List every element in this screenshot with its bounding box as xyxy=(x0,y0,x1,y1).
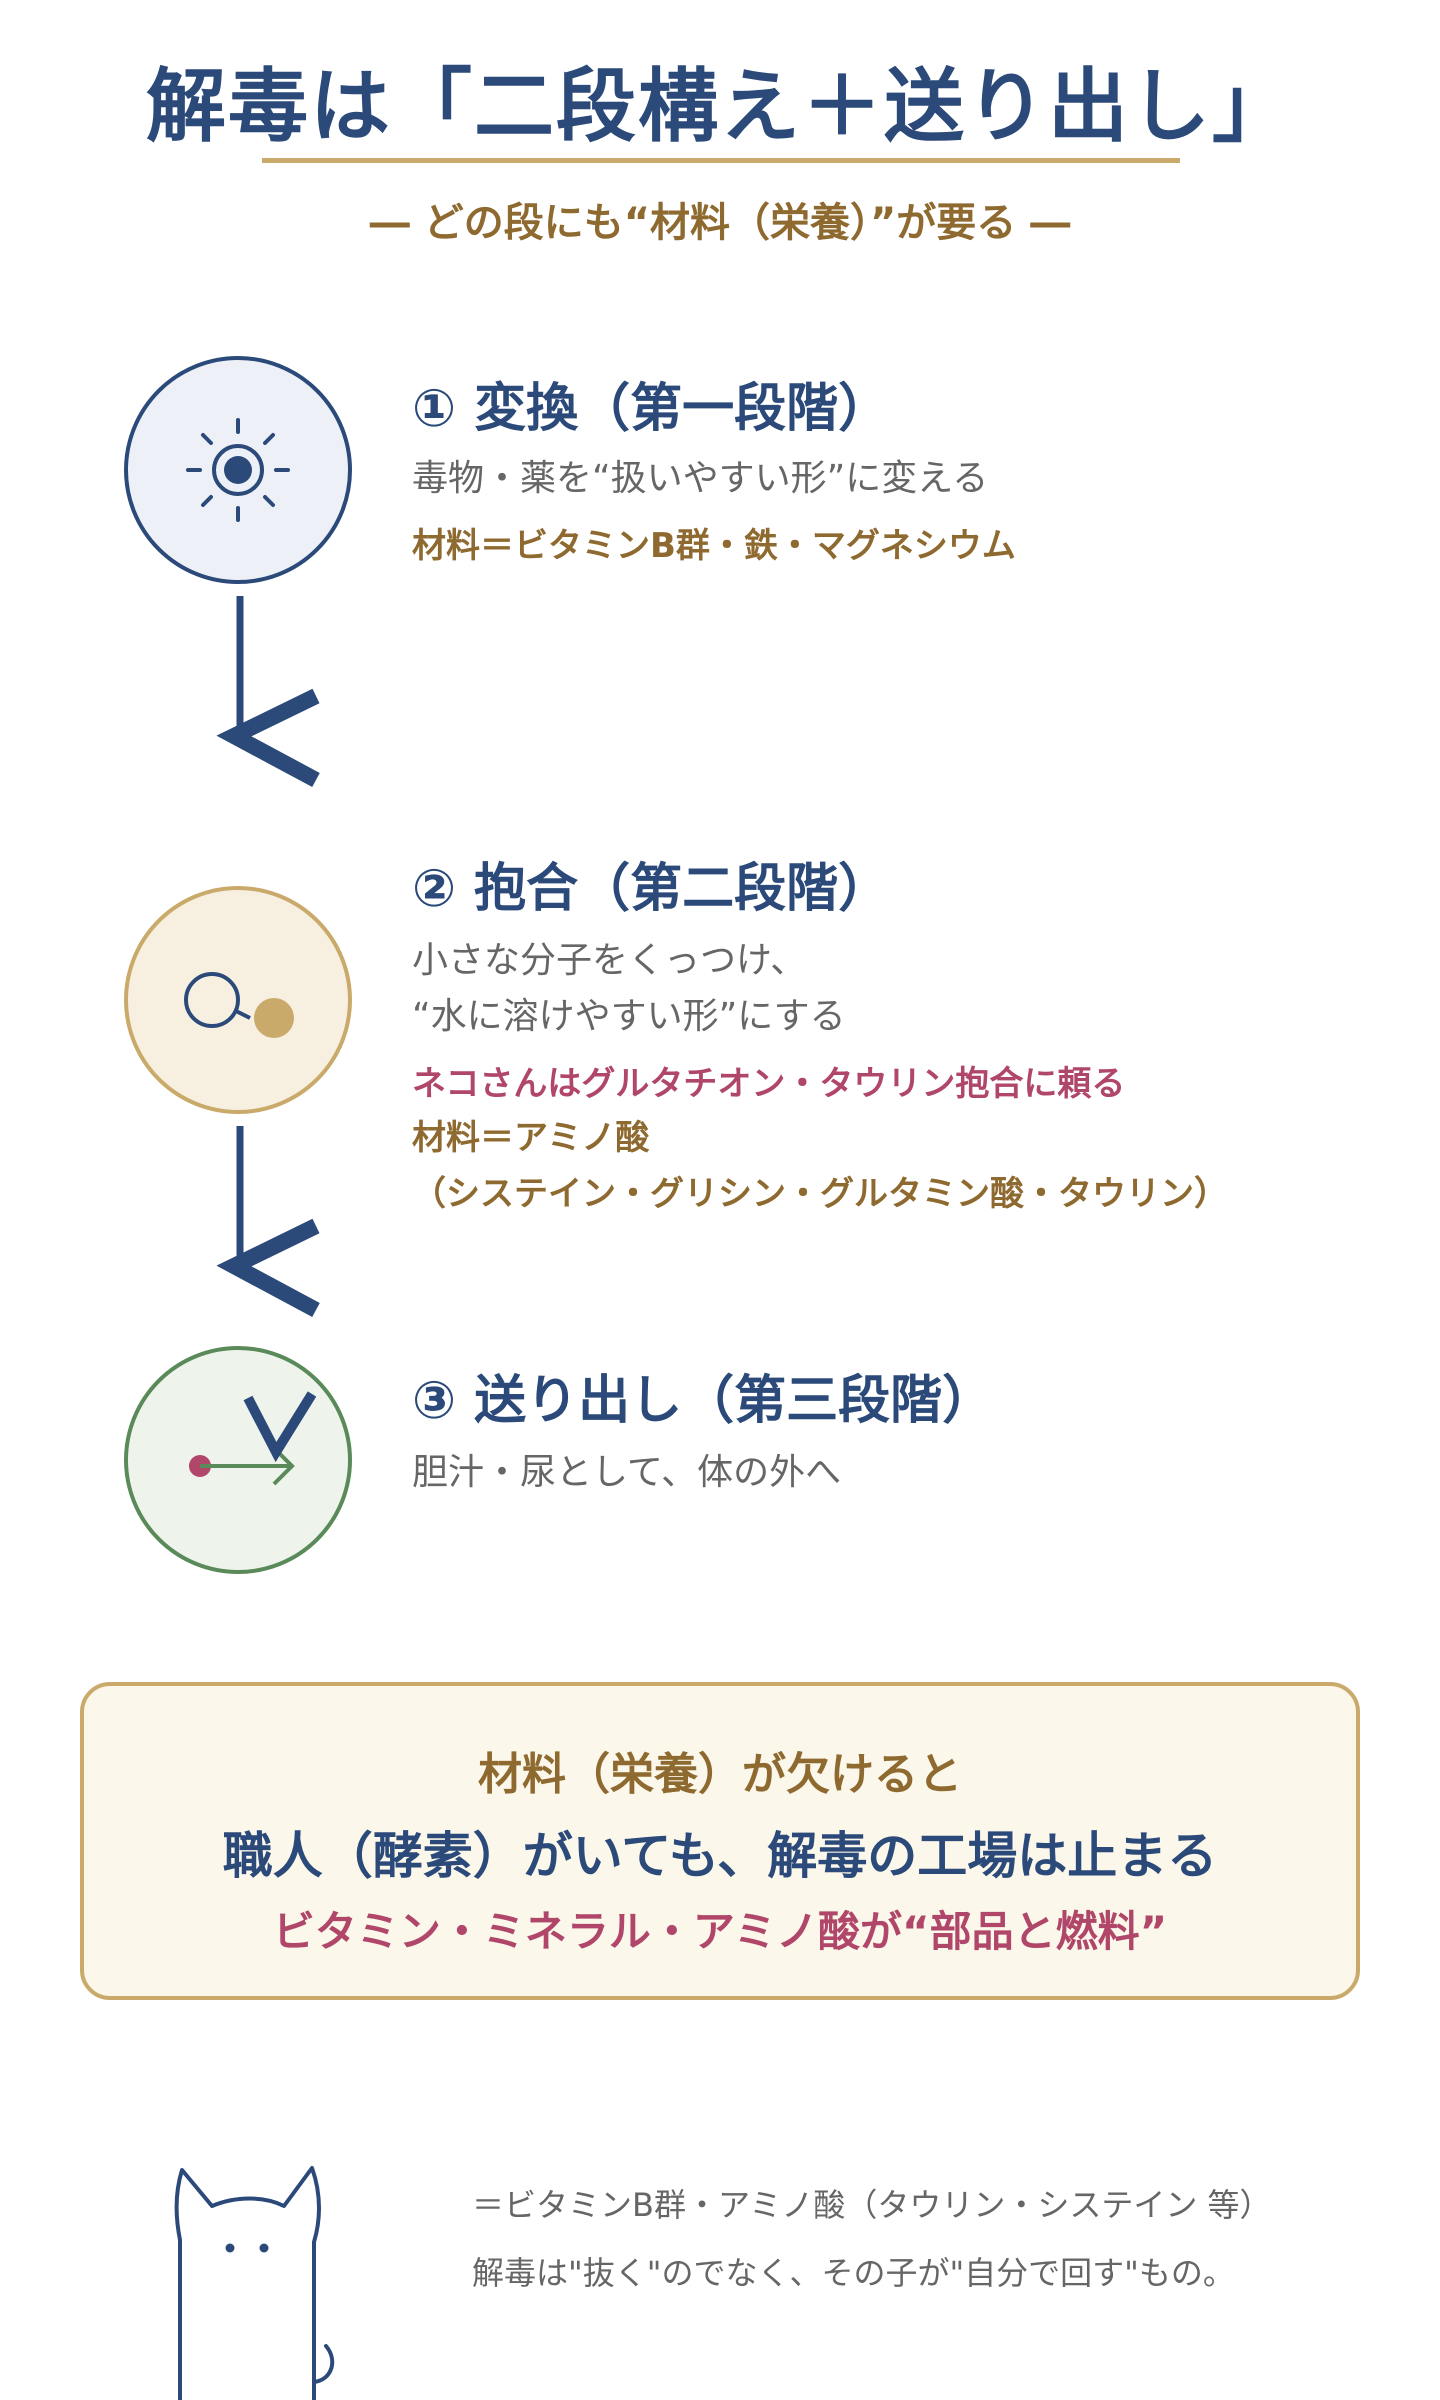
step-1-to-2-arrow xyxy=(216,596,320,788)
step-3-title: ③ 送り出し（第三段階） xyxy=(412,1371,995,1431)
step-1-description: 毒物・薬を“扱いやすい形”に変える xyxy=(412,458,989,499)
page-title: 解毒は「二段構え＋送り出し」 xyxy=(146,60,1294,153)
step-2-description-line-1: 小さな分子をくっつけ、 xyxy=(412,940,807,981)
step-3-badge xyxy=(124,1346,352,1574)
export-arrow-icon xyxy=(189,1391,317,1486)
footer-line-2: 解毒は"抜く"のでなく、その子が"自分で回す"もの。 xyxy=(472,2254,1235,2292)
nutrition-callout-box: 材料（栄養）が欠けると 職人（酵素）がいても、解毒の工場は止まる ビタミン・ミネ… xyxy=(80,1682,1360,2000)
step-2-title: ② 抱合（第二段階） xyxy=(412,859,891,919)
step-2-cat-note: ネコさんはグルタチオン・タウリン抱合に頼る xyxy=(412,1064,1126,1104)
step-2-description-line-2: “水に溶けやすい形”にする xyxy=(412,996,846,1037)
callout-line-3: ビタミン・ミネラル・アミノ酸が“部品と燃料” xyxy=(272,1907,1168,1956)
callout-line-1: 材料（栄養）が欠けると xyxy=(478,1749,962,1800)
footer-line-1: ＝ビタミンB群・アミノ酸（タウリン・システイン 等） xyxy=(472,2186,1272,2224)
step-3-description: 胆汁・尿として、体の外へ xyxy=(412,1452,842,1493)
step-1-badge xyxy=(124,356,352,584)
step-1-title: ① 変換（第一段階） xyxy=(412,379,891,439)
step-2-materials-detail: （システイン・グリシン・グルタミン酸・タウリン） xyxy=(412,1174,1228,1214)
step-1-materials: 材料＝ビタミンB群・鉄・マグネシウム xyxy=(412,526,1016,566)
cat-icon xyxy=(174,2166,335,2400)
page-subtitle: ― どの段にも“材料（栄養）”が要る ― xyxy=(369,200,1071,246)
step-2-materials: 材料＝アミノ酸 xyxy=(412,1118,650,1158)
title-underline xyxy=(262,158,1180,163)
step-2-badge xyxy=(124,886,352,1114)
step-2-to-3-arrow xyxy=(216,1126,320,1318)
molecule-bond-icon xyxy=(184,972,294,1038)
callout-line-2: 職人（酵素）がいても、解毒の工場は止まる xyxy=(222,1827,1218,1885)
gear-sun-icon xyxy=(186,418,290,522)
